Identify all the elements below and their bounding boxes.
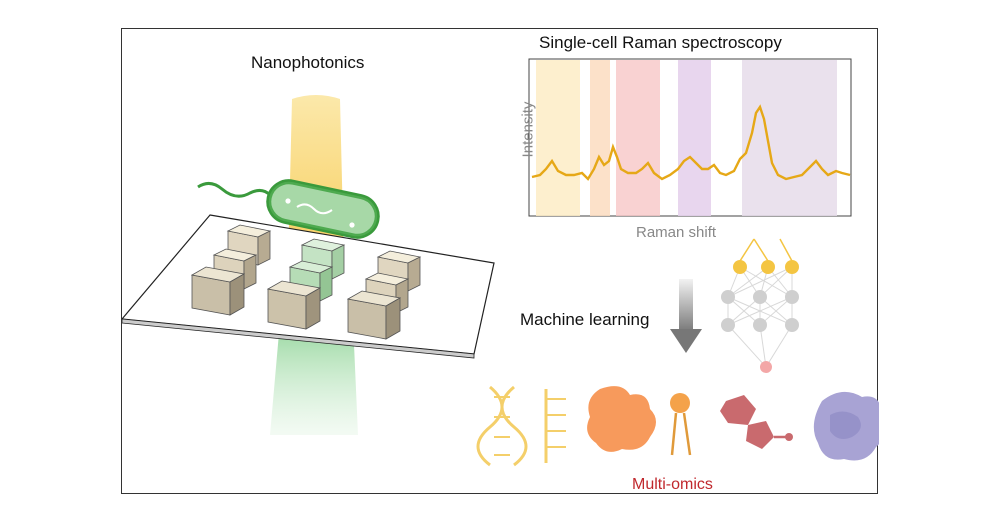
band-5 xyxy=(742,60,837,216)
machine-learning-label: Machine learning xyxy=(520,310,650,329)
multi-omics-label: Multi-omics xyxy=(632,476,713,493)
y-axis-label: Intensity xyxy=(519,101,537,158)
protein-icon xyxy=(587,386,656,452)
dna-icon xyxy=(476,385,528,467)
downward-arrow-icon xyxy=(670,279,702,353)
neural-network-icon xyxy=(721,238,799,373)
bacterium-icon xyxy=(197,179,380,239)
lipid-icon xyxy=(670,393,692,456)
raman-title: Single-cell Raman spectroscopy xyxy=(539,33,782,52)
spectrum-line xyxy=(531,104,851,181)
x-axis-label: Raman shift xyxy=(636,224,717,241)
protein-complex-icon xyxy=(813,391,879,461)
spectrum-plot xyxy=(528,58,852,217)
band-4 xyxy=(678,60,711,216)
band-1 xyxy=(536,60,580,216)
rna-icon xyxy=(544,389,566,463)
nano-block-array xyxy=(190,224,422,340)
band-3 xyxy=(616,60,660,216)
figure-graphics xyxy=(122,58,879,467)
metabolite-icon xyxy=(720,395,793,449)
figure-frame: Nanophotonics Single-cell Raman spectros… xyxy=(121,28,879,494)
nanophotonics-label: Nanophotonics xyxy=(251,53,365,72)
band-2 xyxy=(590,60,610,216)
